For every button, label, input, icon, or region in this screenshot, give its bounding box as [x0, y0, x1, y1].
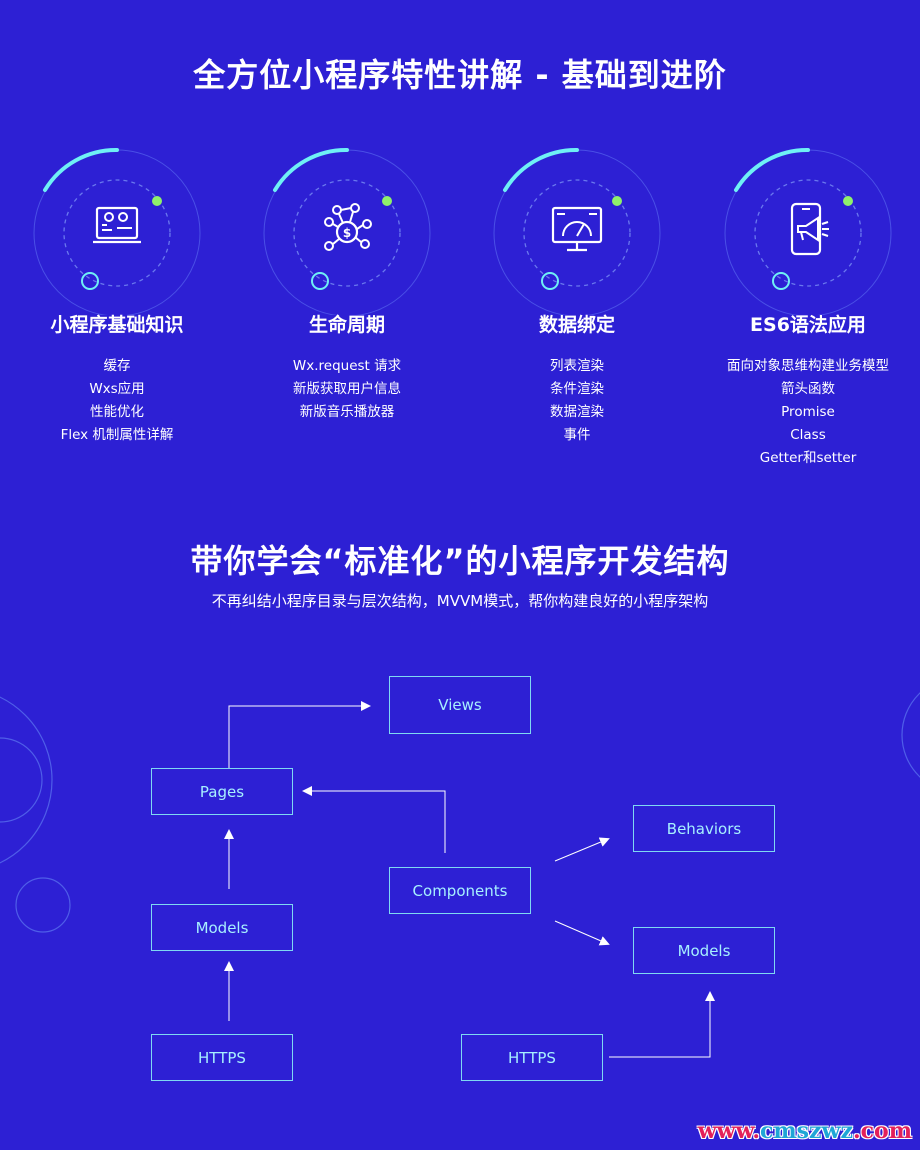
feature-list-item: Promise [781, 404, 835, 420]
feature-list-item: 新版音乐播放器 [299, 404, 395, 420]
feature-column: 小程序基础知识缓存 Wxs应用性能优化 Flex 机制属性详解 [2, 145, 232, 447]
components-box: Components [389, 867, 531, 914]
phone-megaphone-icon [790, 202, 829, 256]
pages-box: Pages [151, 768, 293, 815]
svg-text:$: $ [343, 226, 351, 240]
feature-list-item: 新版获取用户信息 [293, 381, 401, 397]
watermark-mid: cmszwz [760, 1118, 853, 1144]
deco-circle-right [901, 692, 920, 778]
https-box-left: HTTPS [151, 1034, 293, 1081]
feature-list: 缓存 Wxs应用性能优化 Flex 机制属性详解 [2, 355, 232, 447]
arrow-components-behaviors [554, 837, 610, 862]
feature-title: 生命周期 [308, 314, 385, 336]
watermark: www.cmszwz.com [698, 1118, 912, 1144]
feature-list-item: Wx.request 请求 [292, 358, 402, 374]
feature-title: 数据绑定 [538, 314, 615, 336]
progress-ring-graphic [493, 147, 661, 315]
feature-list: 列表渲染条件渲染数据渲染事件 [462, 355, 692, 447]
feature-title: ES6语法应用 [750, 314, 866, 336]
watermark-suffix: .com [852, 1118, 912, 1144]
section-title-features: 全方位小程序特性讲解 - 基础到进阶 [193, 56, 727, 94]
models-box-right: Models [633, 927, 775, 974]
presentation-board-icon [93, 206, 141, 244]
watermark-prefix: www. [697, 1118, 760, 1144]
feature-list-item: Getter和setter [759, 450, 857, 466]
deco-circle-large [0, 696, 53, 864]
network-dollar-icon: $ [324, 203, 372, 251]
arrow-components-models [554, 920, 610, 946]
behaviors-box: Behaviors [633, 805, 775, 852]
arrow-https-models-right [609, 991, 715, 1058]
feature-list-item: 列表渲染 [550, 358, 604, 374]
feature-list-item: 缓存 [103, 358, 131, 374]
feature-list-item: 性能优化 [90, 404, 144, 420]
feature-list-item: Class [790, 427, 826, 443]
feature-column: 数据绑定列表渲染条件渲染数据渲染事件 [462, 145, 692, 447]
section-subtitle-structure: 不再纠结小程序目录与层次结构，MVVM模式，帮你构建良好的小程序架构 [211, 592, 709, 610]
gauge-monitor-icon [551, 206, 603, 252]
feature-list-item: Wxs应用 [89, 381, 145, 397]
deco-circle-dot [15, 877, 71, 933]
feature-ring: $ [262, 145, 432, 315]
feature-ring [723, 145, 893, 315]
models-box-left: Models [151, 904, 293, 951]
feature-list-item: 面向对象思维构建业务模型 [727, 358, 889, 374]
feature-list-item: 数据渲染 [550, 404, 604, 420]
section-title-structure: 带你学会“标准化”的小程序开发结构 [190, 542, 730, 580]
feature-column: $ 生命周期 Wx.request 请求新版获取用户信息新版音乐播放器 [232, 145, 462, 424]
views-box: Views [389, 676, 531, 734]
arrow-pages-views [228, 701, 371, 768]
progress-ring-graphic [33, 147, 201, 315]
progress-ring-graphic [724, 147, 892, 315]
feature-ring [32, 145, 202, 315]
progress-ring-graphic [263, 147, 431, 315]
deco-circle-small [0, 737, 43, 823]
arrow-components-pages [302, 786, 446, 853]
feature-list-item: 事件 [563, 427, 591, 443]
feature-list-item: Flex 机制属性详解 [60, 427, 174, 443]
https-box-right: HTTPS [461, 1034, 603, 1081]
feature-ring [492, 145, 662, 315]
feature-list-item: 条件渲染 [550, 381, 604, 397]
feature-list: Wx.request 请求新版获取用户信息新版音乐播放器 [232, 355, 462, 424]
feature-list-item: 箭头函数 [781, 381, 835, 397]
feature-title: 小程序基础知识 [50, 314, 184, 336]
